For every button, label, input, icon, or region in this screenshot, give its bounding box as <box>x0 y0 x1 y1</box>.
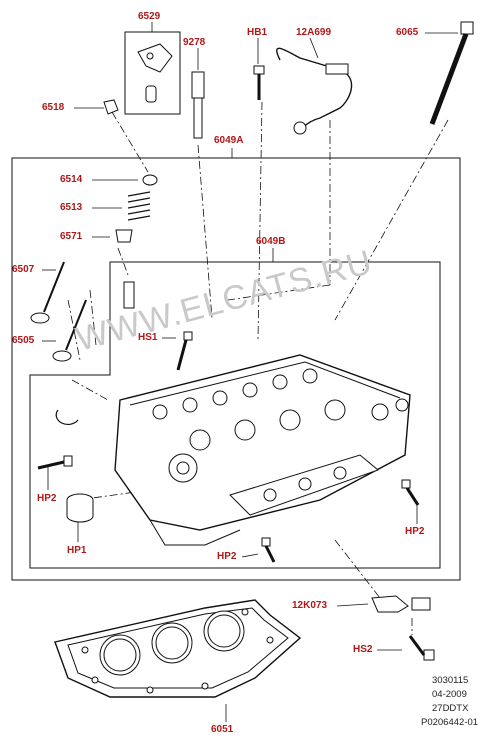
label-6049b: 6049B <box>256 236 286 247</box>
label-hp2-right: HP2 <box>405 526 425 537</box>
label-12a699: 12A699 <box>296 27 332 38</box>
label-6065: 6065 <box>396 27 419 38</box>
label-hs2: HS2 <box>353 644 373 655</box>
label-6505: 6505 <box>12 335 35 346</box>
label-6529: 6529 <box>138 11 161 22</box>
ref-line-4: P0206442-01 <box>421 717 479 728</box>
label-6507: 6507 <box>12 264 35 275</box>
box-6529 <box>124 31 181 115</box>
label-6514: 6514 <box>60 174 83 185</box>
frame-6049b <box>29 261 441 569</box>
ref-line-3: 27DDTX <box>432 703 469 714</box>
label-hp2-left: HP2 <box>37 493 57 504</box>
ref-line-2: 04-2009 <box>432 689 467 700</box>
label-hs1: HS1 <box>138 332 158 343</box>
label-9278: 9278 <box>183 37 206 48</box>
label-12k073: 12K073 <box>292 600 328 611</box>
label-hb1: HB1 <box>247 27 268 38</box>
label-hp2-bottom: HP2 <box>217 551 237 562</box>
label-6049a: 6049A <box>214 135 244 146</box>
label-6571: 6571 <box>60 231 83 242</box>
label-6513: 6513 <box>60 202 83 213</box>
ref-line-1: 3030115 <box>432 675 469 686</box>
label-6051: 6051 <box>211 724 234 735</box>
label-hp1: HP1 <box>67 545 87 556</box>
label-6518: 6518 <box>42 102 65 113</box>
frame-6049a <box>11 157 461 581</box>
